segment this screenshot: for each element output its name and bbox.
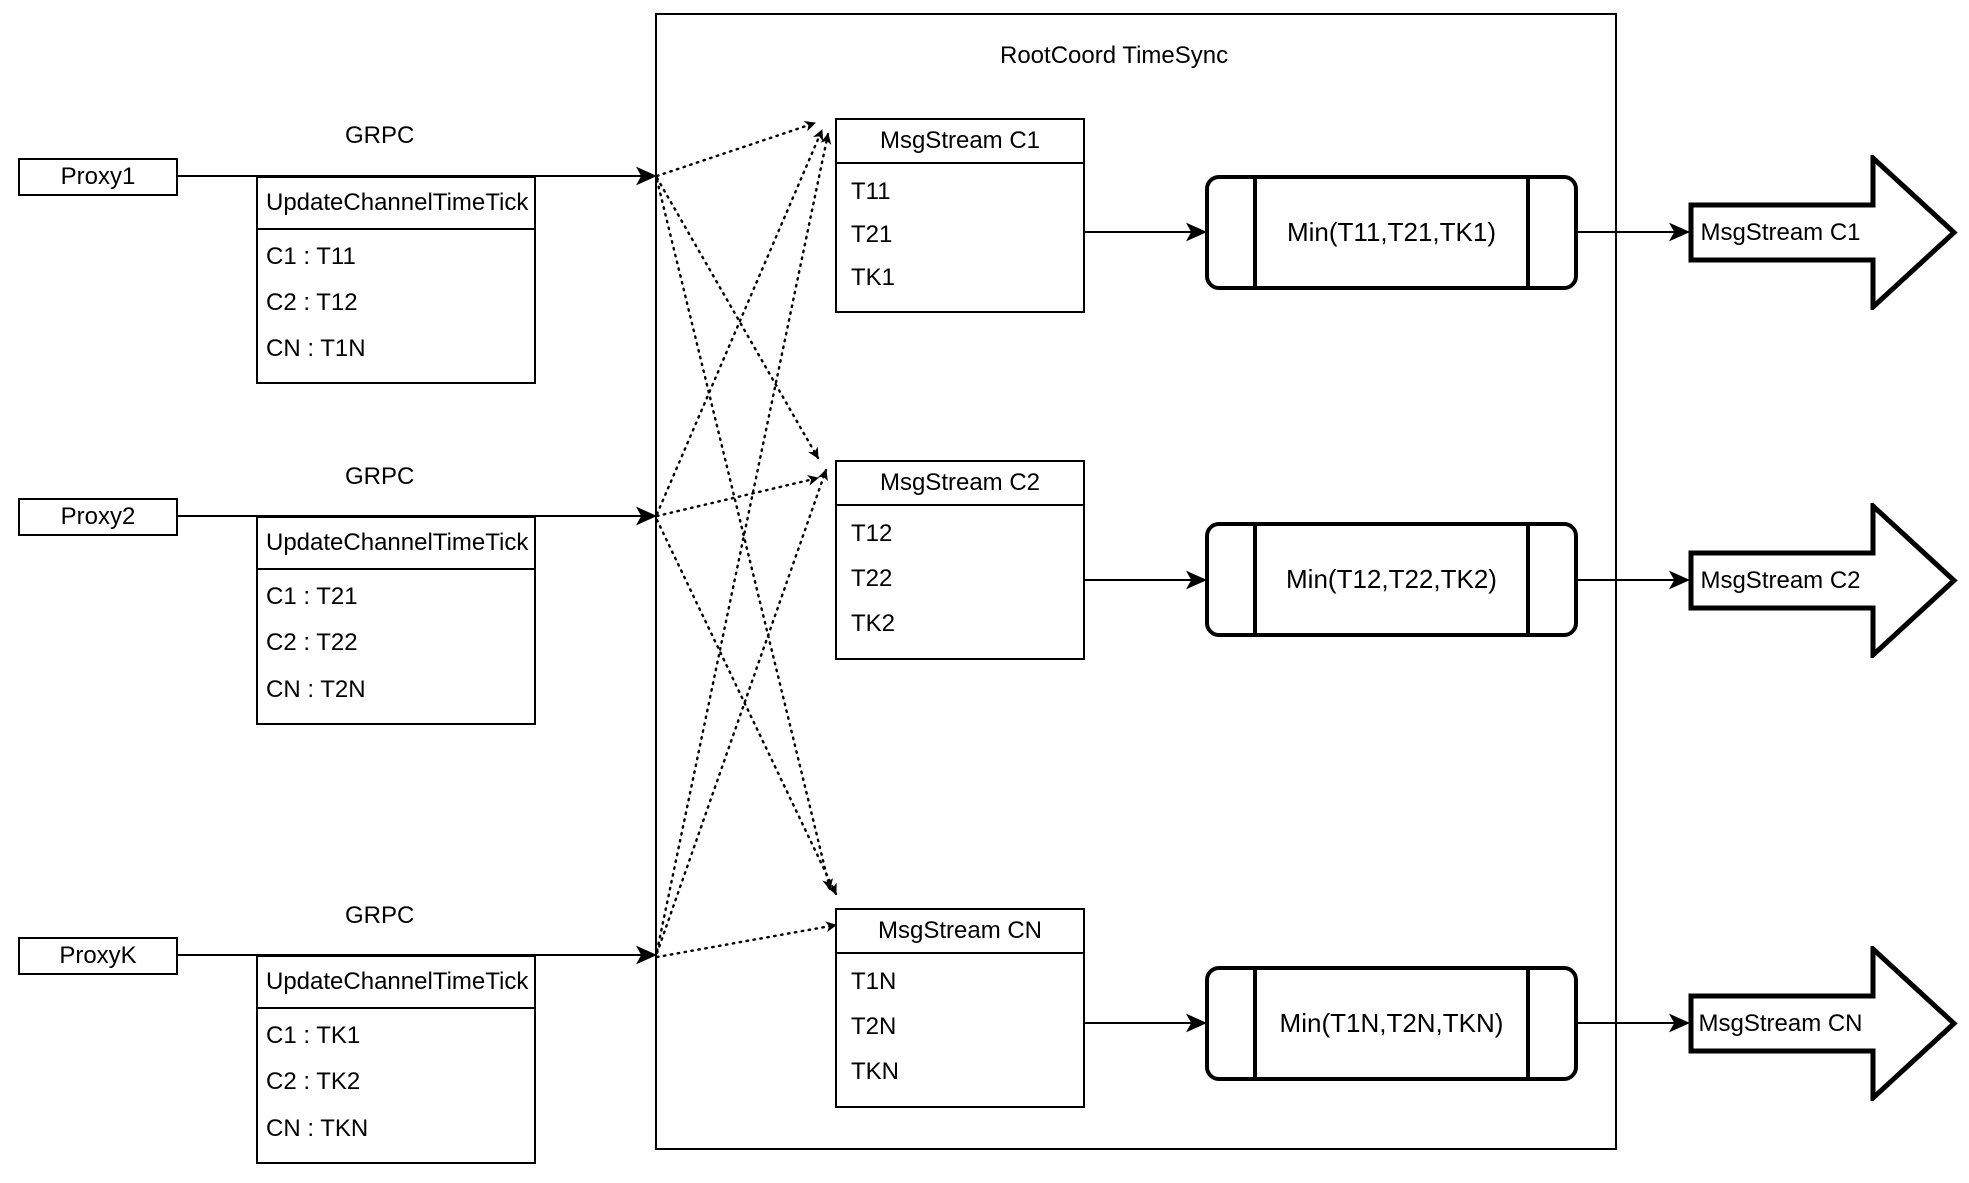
min-label: Min(T11,T21,TK1) [1286, 217, 1496, 247]
output-arrow-label: MsgStream C2 [1700, 566, 1861, 594]
msgstream-box-2: MsgStream C2 T12 T22 TK2 [835, 460, 1085, 660]
grpc-label-2: GRPC [345, 463, 415, 490]
msgstream-box-3: MsgStream CN T1N T2N TKN [835, 908, 1085, 1108]
msgstream-ticks: T11 T21 TK1 [837, 164, 1083, 311]
tick-row: TK2 [851, 609, 896, 637]
tick-row: T21 [851, 220, 893, 248]
min-process-1: Min(T11,T21,TK1) [1205, 175, 1578, 290]
tick-row: T22 [851, 564, 893, 592]
msgstream-box-1: MsgStream C1 T11 T21 TK1 [835, 118, 1085, 313]
proxy-label: Proxy2 [60, 503, 136, 530]
proxy-label: Proxy1 [60, 163, 136, 190]
min-process-2: Min(T12,T22,TK2) [1205, 522, 1578, 637]
proxy-box-3[interactable]: ProxyK [18, 937, 178, 975]
uct-row: C1 : T21 [266, 583, 358, 611]
uct-row: C2 : T12 [266, 289, 358, 316]
tick-row: T12 [851, 520, 893, 548]
msgstream-ticks: T1N T2N TKN [837, 954, 1083, 1106]
output-arrow-2: MsgStream C2 [1688, 503, 1958, 658]
uct-title: UpdateChannelTimeTick [258, 178, 534, 230]
tick-row: TK1 [851, 263, 896, 291]
proxy-label: ProxyK [59, 942, 137, 969]
uct-row: CN : T1N [266, 335, 366, 362]
uct-rows: C1 : TK1 C2 : TK2 CN : TKN [258, 1009, 534, 1162]
min-label: Min(T12,T22,TK2) [1286, 564, 1497, 594]
update-channel-timetick-box-2: UpdateChannelTimeTick C1 : T21 C2 : T22 … [256, 516, 536, 725]
min-label: Min(T1N,T2N,TKN) [1279, 1008, 1504, 1038]
uct-row: CN : T2N [266, 675, 366, 703]
rootcoord-timesync-container [655, 13, 1617, 1150]
uct-row: C1 : T11 [266, 243, 356, 270]
tick-row: T11 [851, 177, 891, 205]
output-arrow-label: MsgStream CN [1698, 1009, 1863, 1037]
uct-rows: C1 : T11 C2 : T12 CN : T1N [258, 230, 534, 382]
tick-row: T1N [851, 968, 897, 996]
tick-row: TKN [851, 1057, 899, 1085]
tick-row: T2N [851, 1012, 897, 1040]
msgstream-title: MsgStream CN [837, 910, 1083, 954]
grpc-label-3: GRPC [345, 902, 415, 929]
uct-rows: C1 : T21 C2 : T22 CN : T2N [258, 570, 534, 723]
uct-title: UpdateChannelTimeTick [258, 957, 534, 1009]
update-channel-timetick-box-1: UpdateChannelTimeTick C1 : T11 C2 : T12 … [256, 176, 536, 384]
uct-title: UpdateChannelTimeTick [258, 518, 534, 570]
uct-row: C2 : T22 [266, 629, 358, 657]
update-channel-timetick-box-3: UpdateChannelTimeTick C1 : TK1 C2 : TK2 … [256, 955, 536, 1164]
msgstream-ticks: T12 T22 TK2 [837, 506, 1083, 658]
container-title: RootCoord TimeSync [1000, 42, 1229, 69]
grpc-label-1: GRPC [345, 122, 415, 149]
msgstream-title: MsgStream C1 [837, 120, 1083, 164]
output-arrow-1: MsgStream C1 [1688, 155, 1958, 310]
uct-row: CN : TKN [266, 1114, 369, 1142]
uct-row: C1 : TK1 [266, 1022, 361, 1050]
proxy-box-1[interactable]: Proxy1 [18, 158, 178, 196]
proxy-box-2[interactable]: Proxy2 [18, 498, 178, 536]
output-arrow-3: MsgStream CN [1688, 946, 1958, 1101]
msgstream-title: MsgStream C2 [837, 462, 1083, 506]
min-process-3: Min(T1N,T2N,TKN) [1205, 966, 1578, 1081]
uct-row: C2 : TK2 [266, 1068, 361, 1096]
output-arrow-label: MsgStream C1 [1700, 218, 1861, 246]
